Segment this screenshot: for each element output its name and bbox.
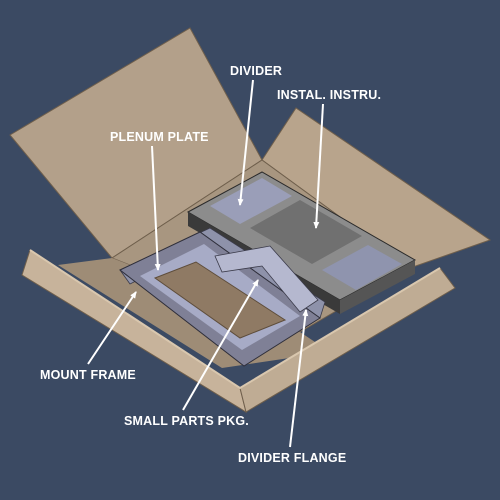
plenum-plate-label: PLENUM PLATE	[110, 130, 209, 144]
box-rim	[29, 249, 441, 390]
divider-flange-label: DIVIDER FLANGE	[238, 451, 347, 465]
divider-flange-arrow	[289, 309, 309, 448]
instal-instru-panel-2	[250, 200, 362, 264]
instal-instru-side	[340, 260, 415, 314]
small-parts-arrow	[182, 279, 259, 411]
mount-frame-arrow	[87, 291, 137, 365]
instal-instru-panel-1	[210, 178, 292, 224]
instal-instru-label: INSTAL. INSTRU.	[277, 88, 382, 102]
divider-arrow	[237, 79, 254, 206]
small-parts-label: SMALL PARTS PKG.	[124, 414, 249, 428]
divider-label: DIVIDER	[230, 64, 283, 78]
instal-instru-arrow	[313, 103, 324, 229]
mount-frame-label: MOUNT FRAME	[40, 368, 136, 382]
divider-flange	[214, 245, 319, 313]
plenum-plate-arrow	[151, 145, 161, 271]
small-parts-package	[153, 261, 287, 339]
instal-instru-panel-3	[322, 245, 402, 290]
